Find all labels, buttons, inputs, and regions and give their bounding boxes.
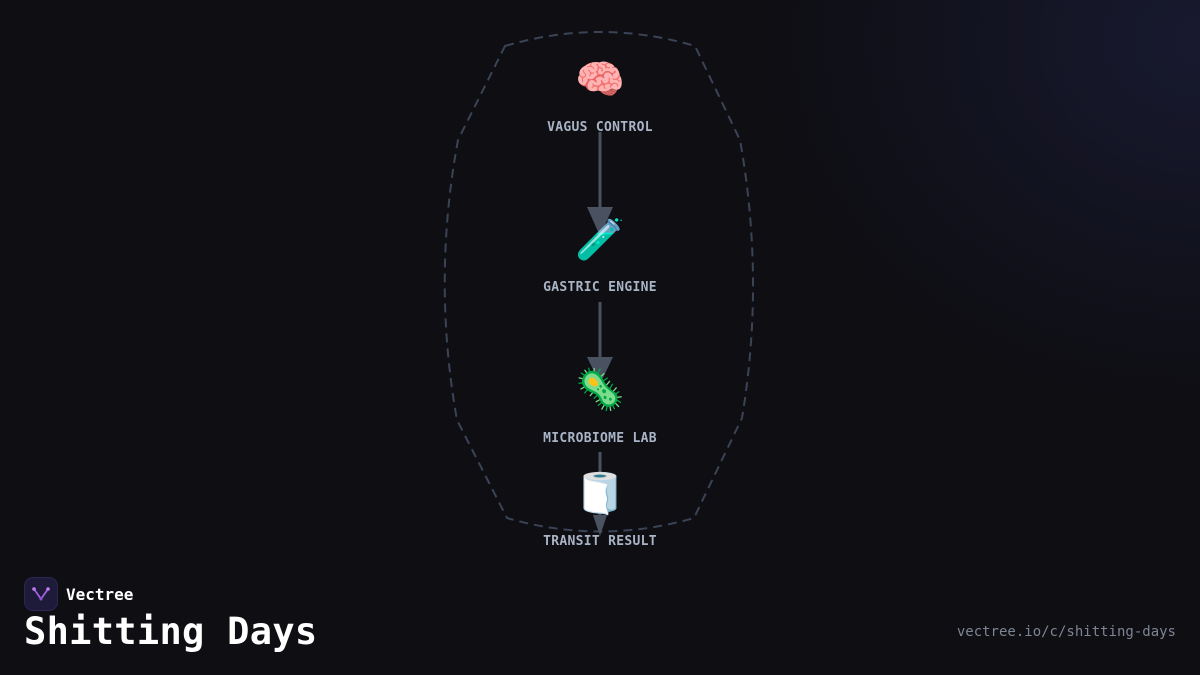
test-tube-icon: 🧪 — [575, 217, 625, 263]
vectree-logo-icon — [24, 577, 58, 611]
diagram-boundary — [443, 31, 755, 533]
edge-arrowhead-3 — [593, 515, 607, 536]
edge-arrowhead-2 — [587, 357, 613, 384]
brand: Vectree — [24, 577, 133, 611]
page-title: Shitting Days — [24, 610, 318, 653]
toilet-paper-icon: 🧻 — [575, 471, 625, 517]
diagram-edges — [587, 132, 613, 536]
node-label-microbiome-lab: MICROBIOME LAB — [543, 431, 657, 446]
brain-icon: 🧠 — [575, 57, 625, 103]
page-url-link[interactable]: vectree.io/c/shitting-days — [956, 624, 1176, 640]
node-label-gastric-engine: GASTRIC ENGINE — [543, 280, 657, 295]
edge-arrowhead-1 — [587, 207, 613, 236]
microbe-icon: 🦠 — [575, 367, 625, 413]
node-label-transit-result: TRANSIT RESULT — [543, 534, 657, 549]
brand-name: Vectree — [66, 584, 134, 604]
node-label-vagus-control: VAGUS CONTROL — [547, 120, 653, 135]
